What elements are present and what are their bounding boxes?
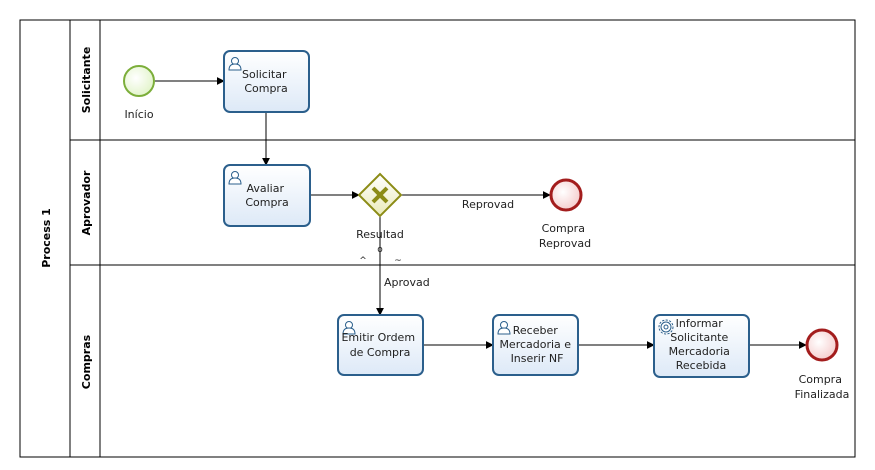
end-rejected-line-2: Reprovad — [539, 237, 591, 250]
task-avaliar-line-1: Avaliar — [246, 182, 284, 195]
svg-text:Receber Mercadoria e: Receber Mercadoria e Inserir NF — [499, 324, 574, 365]
task-avaliar-compra[interactable]: Avaliar Compra — [223, 164, 311, 227]
lane-title-solicitante: Solicitante — [80, 47, 93, 114]
svg-text:Compra Finalizada: Compra Finalizada — [795, 373, 850, 401]
flow-label-aprovado: Aprovad — [384, 276, 430, 289]
exclusive-gateway[interactable]: Resultad o ^ ~ — [356, 172, 404, 266]
gateway-label: Resultad — [356, 228, 404, 241]
task-solicitar-line-1: Solicitar — [242, 68, 287, 81]
flow-label-reprovado: Reprovad — [462, 198, 514, 211]
lane-solicitante: Solicitante — [80, 47, 93, 114]
svg-text:Emitir Ordem de Compra: Emitir Ordem de Compra — [341, 331, 418, 359]
task-emitir-ordem[interactable]: Emitir Ordem de Compra — [337, 314, 424, 376]
lane-title-compras: Compras — [80, 334, 93, 389]
sequence-flows — [155, 77, 807, 349]
pool: Process 1 — [19, 19, 856, 458]
pool-title: Process 1 — [40, 208, 53, 268]
end-event-finished[interactable]: Compra Finalizada — [795, 328, 850, 401]
svg-text:Solicitar Compra: Solicitar Compra — [242, 68, 290, 95]
svg-text:Avaliar Compra: Avaliar Compra — [245, 182, 288, 209]
task-emitir-line-1: Emitir Ordem — [341, 331, 415, 344]
task-receber-line-2: Mercadoria e — [499, 338, 571, 351]
gateway-label-extra-o: o — [377, 245, 383, 255]
gateway-label-extra-tilde: ~ — [394, 256, 402, 266]
service-task-icon — [658, 319, 674, 335]
task-emitir-line-2: de Compra — [350, 346, 411, 359]
task-solicitar-line-2: Compra — [244, 82, 287, 95]
start-event[interactable]: Início — [123, 65, 155, 121]
task-avaliar-line-2: Compra — [245, 196, 288, 209]
user-task-icon — [497, 321, 511, 335]
lane-title-aprovador: Aprovador — [80, 170, 93, 235]
task-informar-line-4: Recebida — [676, 359, 727, 372]
task-receber-mercadoria[interactable]: Receber Mercadoria e Inserir NF — [492, 314, 579, 376]
end-rejected-line-1: Compra — [542, 222, 585, 235]
end-finished-line-2: Finalizada — [795, 388, 850, 401]
start-event-label: Início — [124, 108, 153, 121]
user-task-icon — [228, 57, 242, 71]
task-solicitar-compra[interactable]: Solicitar Compra — [223, 50, 310, 113]
svg-text:Compra Reprovad: Compra Reprovad — [539, 222, 591, 250]
user-task-icon — [228, 171, 242, 185]
user-task-icon — [342, 321, 356, 335]
svg-text:Informar Solicitante: Informar Solicitante Mercadoria Recebida — [669, 317, 734, 372]
task-informar-solicitante[interactable]: Informar Solicitante Mercadoria Recebida — [653, 314, 750, 378]
task-informar-line-1: Informar — [676, 317, 724, 330]
lane-aprovador: Aprovador — [80, 170, 93, 235]
lane-compras: Compras — [80, 334, 93, 389]
task-receber-line-1: Receber — [513, 324, 558, 337]
end-finished-line-1: Compra — [799, 373, 842, 386]
gateway-label-extra-caret: ^ — [359, 256, 367, 266]
end-event-rejected[interactable]: Compra Reprovad — [539, 178, 591, 250]
x-cross-icon — [371, 186, 389, 204]
task-informar-line-3: Mercadoria — [669, 345, 730, 358]
task-receber-line-3: Inserir NF — [511, 352, 564, 365]
task-informar-line-2: Solicitante — [670, 331, 728, 344]
